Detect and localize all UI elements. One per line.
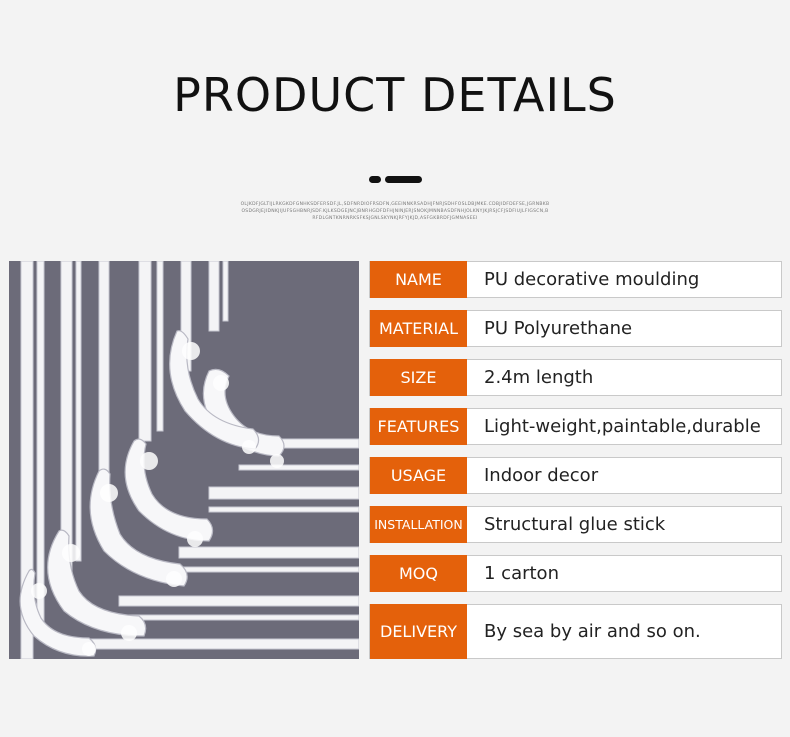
page-title: PRODUCT DETAILS bbox=[173, 68, 617, 122]
spec-value: PU Polyurethane bbox=[484, 318, 633, 339]
spec-value: Indoor decor bbox=[484, 465, 599, 486]
spec-label: DELIVERY bbox=[370, 604, 467, 659]
spec-label: MOQ bbox=[370, 555, 467, 592]
spec-row-name: NAME PU decorative moulding bbox=[369, 261, 782, 298]
spec-value: By sea by air and so on. bbox=[484, 621, 701, 642]
spec-value: PU decorative moulding bbox=[484, 269, 700, 290]
spec-row-installation: INSTALLATION Structural glue stick bbox=[369, 506, 782, 543]
spec-value: Structural glue stick bbox=[484, 514, 666, 535]
spec-label: USAGE bbox=[370, 457, 467, 494]
spec-row-moq: MOQ 1 carton bbox=[369, 555, 782, 592]
spec-label: INSTALLATION bbox=[370, 506, 467, 543]
spec-label: NAME bbox=[370, 261, 467, 298]
divider-bar bbox=[385, 176, 422, 183]
spec-row-size: SIZE 2.4m length bbox=[369, 359, 782, 396]
moulding-illustration bbox=[19, 261, 359, 659]
title-divider bbox=[369, 176, 429, 183]
spec-label: MATERIAL bbox=[370, 310, 467, 347]
spec-label: FEATURES bbox=[370, 408, 467, 445]
spec-value: 2.4m length bbox=[484, 367, 594, 388]
product-photo bbox=[9, 261, 359, 659]
spec-row-usage: USAGE Indoor decor bbox=[369, 457, 782, 494]
divider-dot bbox=[369, 176, 381, 183]
spec-row-features: FEATURES Light-weight,paintable,durable bbox=[369, 408, 782, 445]
spec-label: SIZE bbox=[370, 359, 467, 396]
spec-value: 1 carton bbox=[484, 563, 559, 584]
spec-row-material: MATERIAL PU Polyurethane bbox=[369, 310, 782, 347]
spec-row-delivery: DELIVERY By sea by air and so on. bbox=[369, 604, 782, 659]
decorative-tagline: OLJKDFJGLTIJLRKGKDFGNHKSDFERSDF.JL,SDFNR… bbox=[240, 202, 550, 221]
spec-value: Light-weight,paintable,durable bbox=[484, 416, 761, 437]
